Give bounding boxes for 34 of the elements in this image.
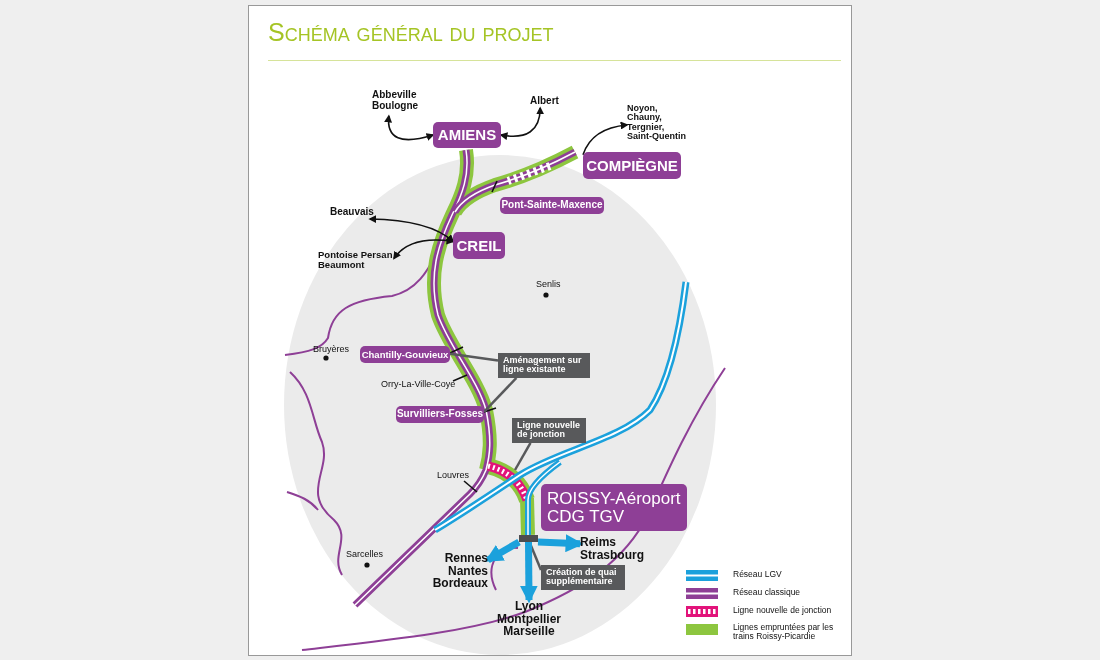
destination-label: Rennes Nantes Bordeaux <box>432 552 488 592</box>
place-label: Orry-La-Ville-Coye <box>381 379 456 389</box>
station-label: CREIL <box>453 232 505 259</box>
legend-label: Réseau LGV <box>733 570 783 579</box>
place-label: Senlis <box>536 279 561 289</box>
arrow <box>582 121 629 156</box>
arrow <box>368 215 455 243</box>
title: Schéma général du projet <box>268 18 555 47</box>
station-label: Pont-Sainte-Maxence <box>500 197 604 214</box>
destination-label: Pontoise Persan Beaumont <box>318 250 394 274</box>
destination-label: Abbeville Boulogne <box>372 90 428 116</box>
station-label: COMPIÈGNE <box>583 152 681 179</box>
destination-label: Albert <box>530 96 564 108</box>
platform-bar <box>519 535 538 542</box>
station-label: Chantilly-Gouvieux <box>360 346 450 363</box>
arrow <box>519 541 538 604</box>
arrow <box>393 236 455 260</box>
place-label: Bruyères <box>313 344 349 354</box>
legend-label: Réseau classique <box>733 588 802 597</box>
callout-box: Création de quai supplémentaire <box>541 565 625 590</box>
legend-label: Ligne nouvelle de jonction <box>733 606 833 615</box>
place-label: Louvres <box>437 470 470 480</box>
callout-box: Aménagement sur ligne existante <box>498 353 590 378</box>
destination-label: Lyon Montpellier Marseille <box>493 600 565 640</box>
legend-label: Lignes empruntées par les trains Roissy-Picardie <box>733 623 835 641</box>
station-label: AMIENS <box>433 122 501 148</box>
destination-label: Noyon, Chauny, Tergnier, Saint-Quentin <box>627 104 691 146</box>
station-label: Survilliers-Fosses <box>396 406 484 423</box>
arrow <box>384 114 435 141</box>
place-label: Sarcelles <box>346 549 383 559</box>
arrow <box>484 538 521 564</box>
station-label: ROISSY-Aéroport CDG TGV <box>541 484 687 531</box>
arrow <box>499 106 544 140</box>
callout-box: Ligne nouvelle de jonction <box>512 418 586 443</box>
